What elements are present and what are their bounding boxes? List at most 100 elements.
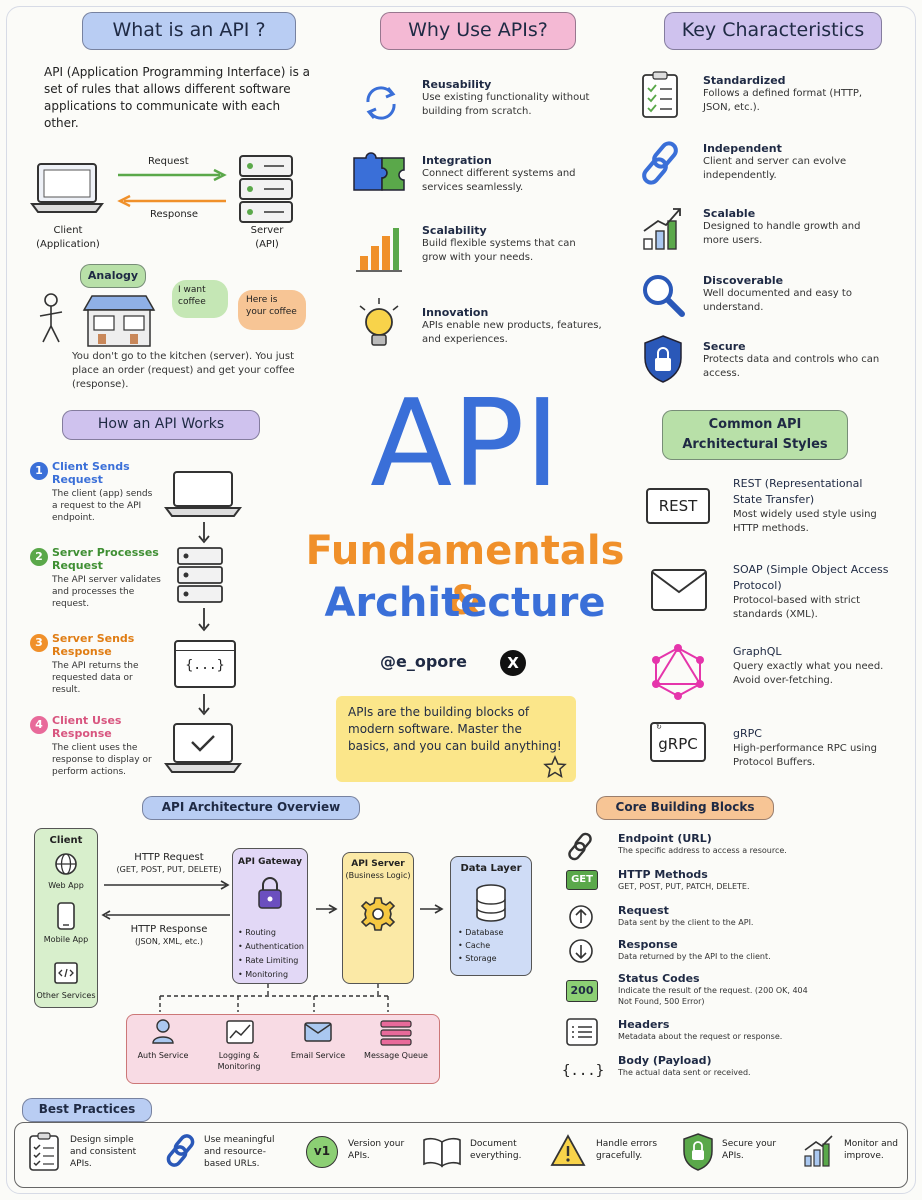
why-title: Why Use APIs? bbox=[380, 12, 576, 50]
download-arrow-icon bbox=[569, 939, 593, 963]
service-auth: Auth Service bbox=[137, 1051, 189, 1060]
bp-monitor-icon bbox=[804, 1135, 833, 1167]
body-braces-badge: {...} bbox=[562, 1063, 605, 1079]
arch-mobile-app: Mobile App bbox=[43, 935, 89, 944]
refresh-icon bbox=[366, 86, 396, 120]
api-definition: API (Application Programming Interface) … bbox=[44, 65, 311, 130]
bp-urls: Use meaningful and resource-based URLs. bbox=[204, 1135, 275, 1169]
response-label: Response bbox=[150, 209, 199, 220]
service-queue: Message Queue bbox=[364, 1051, 428, 1060]
gateway-items: • Routing• Authentication• Rate Limiting… bbox=[238, 928, 304, 979]
arch-response-arrow bbox=[101, 910, 230, 920]
best-title: Best Practices bbox=[22, 1098, 152, 1122]
coffee-shop-icon bbox=[82, 295, 156, 347]
endpoint-link-icon bbox=[568, 832, 592, 861]
flow-json-window: {...} bbox=[174, 640, 236, 688]
hero-api: API bbox=[370, 375, 560, 514]
server-to-data-arrow bbox=[420, 904, 444, 914]
how-title: How an API Works bbox=[62, 410, 260, 440]
step-2-num: 2 bbox=[30, 548, 48, 566]
arch-http-request: HTTP Request(GET, POST, PUT, DELETE) bbox=[116, 852, 222, 874]
bp-link-icon bbox=[166, 1134, 195, 1167]
flow-arrow-3 bbox=[198, 694, 210, 716]
bp-secure: Secure your APIs. bbox=[722, 1139, 777, 1161]
api-server-label: API Server bbox=[351, 859, 405, 869]
api-gateway-box bbox=[232, 848, 308, 984]
checklist-icon bbox=[642, 71, 678, 118]
code-window-icon bbox=[54, 962, 78, 984]
flow-server-icon bbox=[177, 547, 223, 603]
magnifier-icon bbox=[643, 275, 685, 317]
scale-chart-icon bbox=[643, 208, 681, 250]
flow-arrow-1 bbox=[198, 522, 210, 544]
style-soap: SOAP (Simple Object Access Protocol)Prot… bbox=[733, 563, 889, 620]
best-practices-panel bbox=[14, 1122, 908, 1188]
laptop-icon bbox=[30, 163, 104, 213]
api-gateway-label: API Gateway bbox=[238, 857, 302, 867]
bar-growth-icon bbox=[356, 228, 402, 272]
x-logo-icon[interactable]: X bbox=[500, 650, 526, 676]
star-icon bbox=[543, 755, 567, 779]
gateway-lock-icon bbox=[258, 877, 282, 909]
puzzle-icon bbox=[353, 152, 405, 191]
arch-request-arrow bbox=[104, 880, 230, 890]
bp-shield-icon bbox=[683, 1133, 713, 1171]
monitor-chart-icon bbox=[226, 1020, 254, 1044]
status-200-badge: 200 bbox=[566, 980, 598, 1002]
bp-warning-icon bbox=[550, 1134, 586, 1166]
response-arrow bbox=[117, 194, 226, 208]
core-endpoint: Endpoint (URL)The specific address to ac… bbox=[618, 832, 787, 855]
bp-v1-badge: v1 bbox=[306, 1136, 338, 1168]
graphql-icon bbox=[652, 644, 704, 700]
speech-bubble-want-coffee: I want coffee bbox=[172, 280, 228, 318]
link-icon bbox=[642, 141, 678, 185]
json-glyph: {...} bbox=[185, 658, 225, 673]
server-icon bbox=[239, 155, 293, 223]
request-arrow bbox=[118, 168, 227, 182]
api-server-sub: (Business Logic) bbox=[345, 871, 411, 880]
step-3-num: 3 bbox=[30, 634, 48, 652]
flow-laptop-check-icon bbox=[164, 723, 242, 773]
data-items: • Database• Cache• Storage bbox=[458, 928, 504, 963]
analogy-title: Analogy bbox=[80, 264, 146, 288]
mobile-icon bbox=[57, 902, 75, 930]
upload-arrow-icon bbox=[569, 905, 593, 929]
service-email: Email Service bbox=[290, 1051, 346, 1060]
core-title: Core Building Blocks bbox=[596, 796, 774, 820]
analogy-text: You don't go to the kitchen (server). Yo… bbox=[72, 351, 295, 390]
gear-icon bbox=[360, 897, 396, 931]
hero-callout: APIs are the building blocks of modern s… bbox=[336, 696, 576, 782]
arch-web-app: Web App bbox=[48, 881, 84, 890]
gateway-to-server-arrow bbox=[316, 904, 338, 914]
request-label: Request bbox=[148, 156, 189, 167]
hero-line2: Architecture bbox=[324, 580, 606, 626]
arch-title: API Architecture Overview bbox=[142, 796, 360, 820]
what-is-api-title: What is an API ? bbox=[82, 12, 296, 50]
key-title: Key Characteristics bbox=[664, 12, 882, 50]
hero-handle: @e_opore bbox=[380, 652, 468, 671]
email-icon bbox=[304, 1022, 332, 1042]
headers-list-icon bbox=[566, 1018, 598, 1046]
bp-errors: Handle errors gracefully. bbox=[596, 1139, 658, 1161]
rest-badge: REST bbox=[646, 488, 710, 524]
server-label: Server(API) bbox=[250, 225, 284, 250]
